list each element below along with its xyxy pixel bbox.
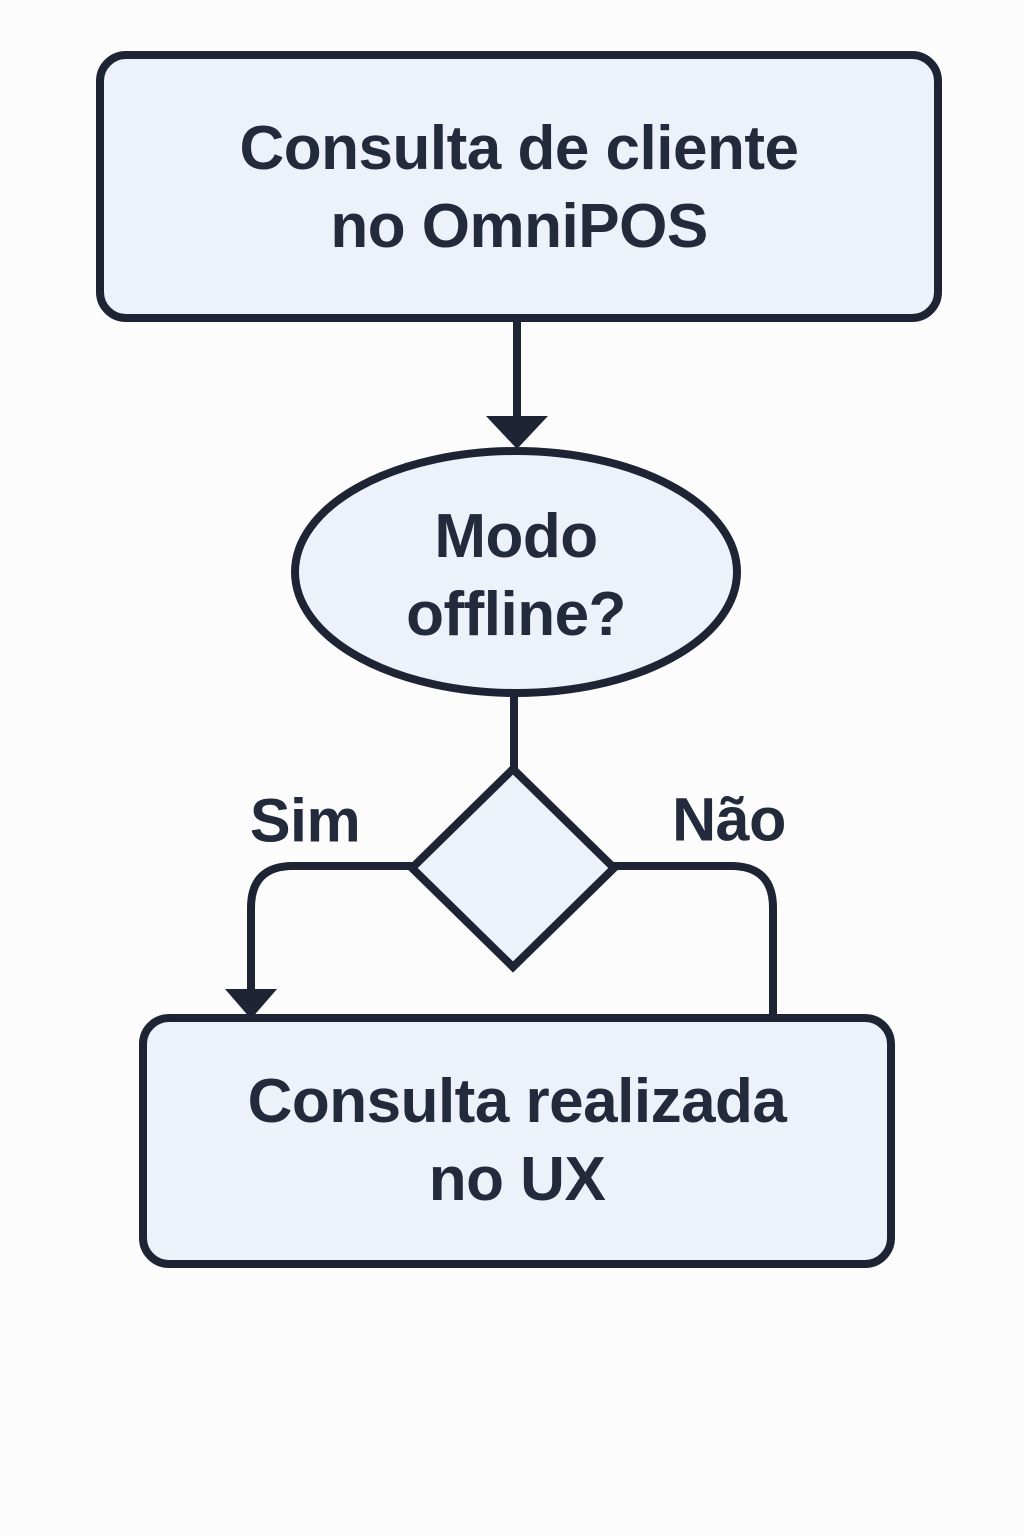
decision-ellipse-shape — [291, 447, 741, 697]
arrowhead-down-icon — [486, 416, 548, 449]
end-node-line1: Consulta realizada — [247, 1067, 787, 1136]
start-node-shape — [96, 51, 942, 322]
start-node-line2: no OmniPOS — [330, 192, 708, 261]
decision-diamond-shape — [406, 763, 620, 973]
branch-label-sim: Sim — [249, 786, 361, 855]
start-node-line1: Consulta de cliente — [239, 114, 799, 183]
decision-node-line2: offline? — [406, 580, 626, 649]
branch-label-nao: Não — [672, 785, 786, 854]
arrowhead-sim-icon — [225, 989, 277, 1019]
edge-branch-sim — [247, 862, 414, 992]
end-node-label: Consulta realizada no UX — [248, 1063, 787, 1219]
decision-node-label: Modo offline? — [406, 498, 626, 654]
start-node-label: Consulta de cliente no OmniPOS — [240, 110, 799, 266]
end-node-line2: no UX — [428, 1145, 606, 1214]
end-node-shape — [139, 1014, 895, 1268]
decision-node-line1: Modo — [434, 502, 598, 571]
edge-branch-nao — [612, 862, 777, 1022]
